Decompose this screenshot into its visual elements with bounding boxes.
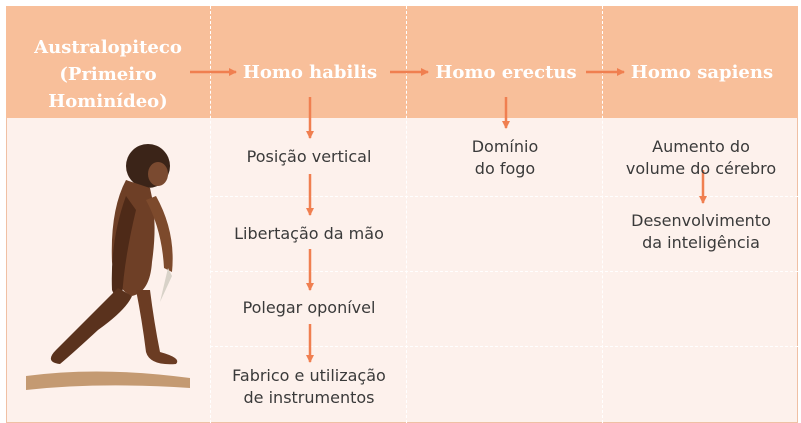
habilis-item-polegar-oponivel: Polegar oponível (242, 298, 376, 317)
erectus-item-dominio-fogo: Domínio do fogo (471, 137, 539, 178)
header-band (6, 6, 798, 118)
header-homo-habilis: Homo habilis (242, 62, 378, 83)
australopithecus-figure (26, 144, 190, 390)
habilis-item-libertacao-mao: Libertação da mão (234, 224, 384, 243)
row-divider (210, 196, 798, 197)
header-homo-sapiens: Homo sapiens (630, 62, 774, 83)
column-divider (210, 6, 211, 423)
column-divider (406, 6, 407, 423)
row-divider (210, 346, 798, 347)
habilis-item-posicao-vertical: Posição vertical (246, 147, 372, 166)
sapiens-item-desenvolvimento-inteligencia: Desenvolvimento da inteligência (631, 211, 771, 252)
sapiens-item-aumento-cerebro: Aumento do volume do cérebro (625, 137, 777, 178)
ground (26, 371, 190, 390)
header-homo-erectus: Homo erectus (435, 62, 577, 83)
row-divider (210, 271, 798, 272)
header-australopiteco: Australopiteco (Primeiro Hominídeo) (34, 37, 182, 112)
stone-tool (160, 268, 172, 302)
column-divider (602, 6, 603, 423)
habilis-item-fabrico-instrumentos: Fabrico e utilização de instrumentos (232, 366, 386, 407)
